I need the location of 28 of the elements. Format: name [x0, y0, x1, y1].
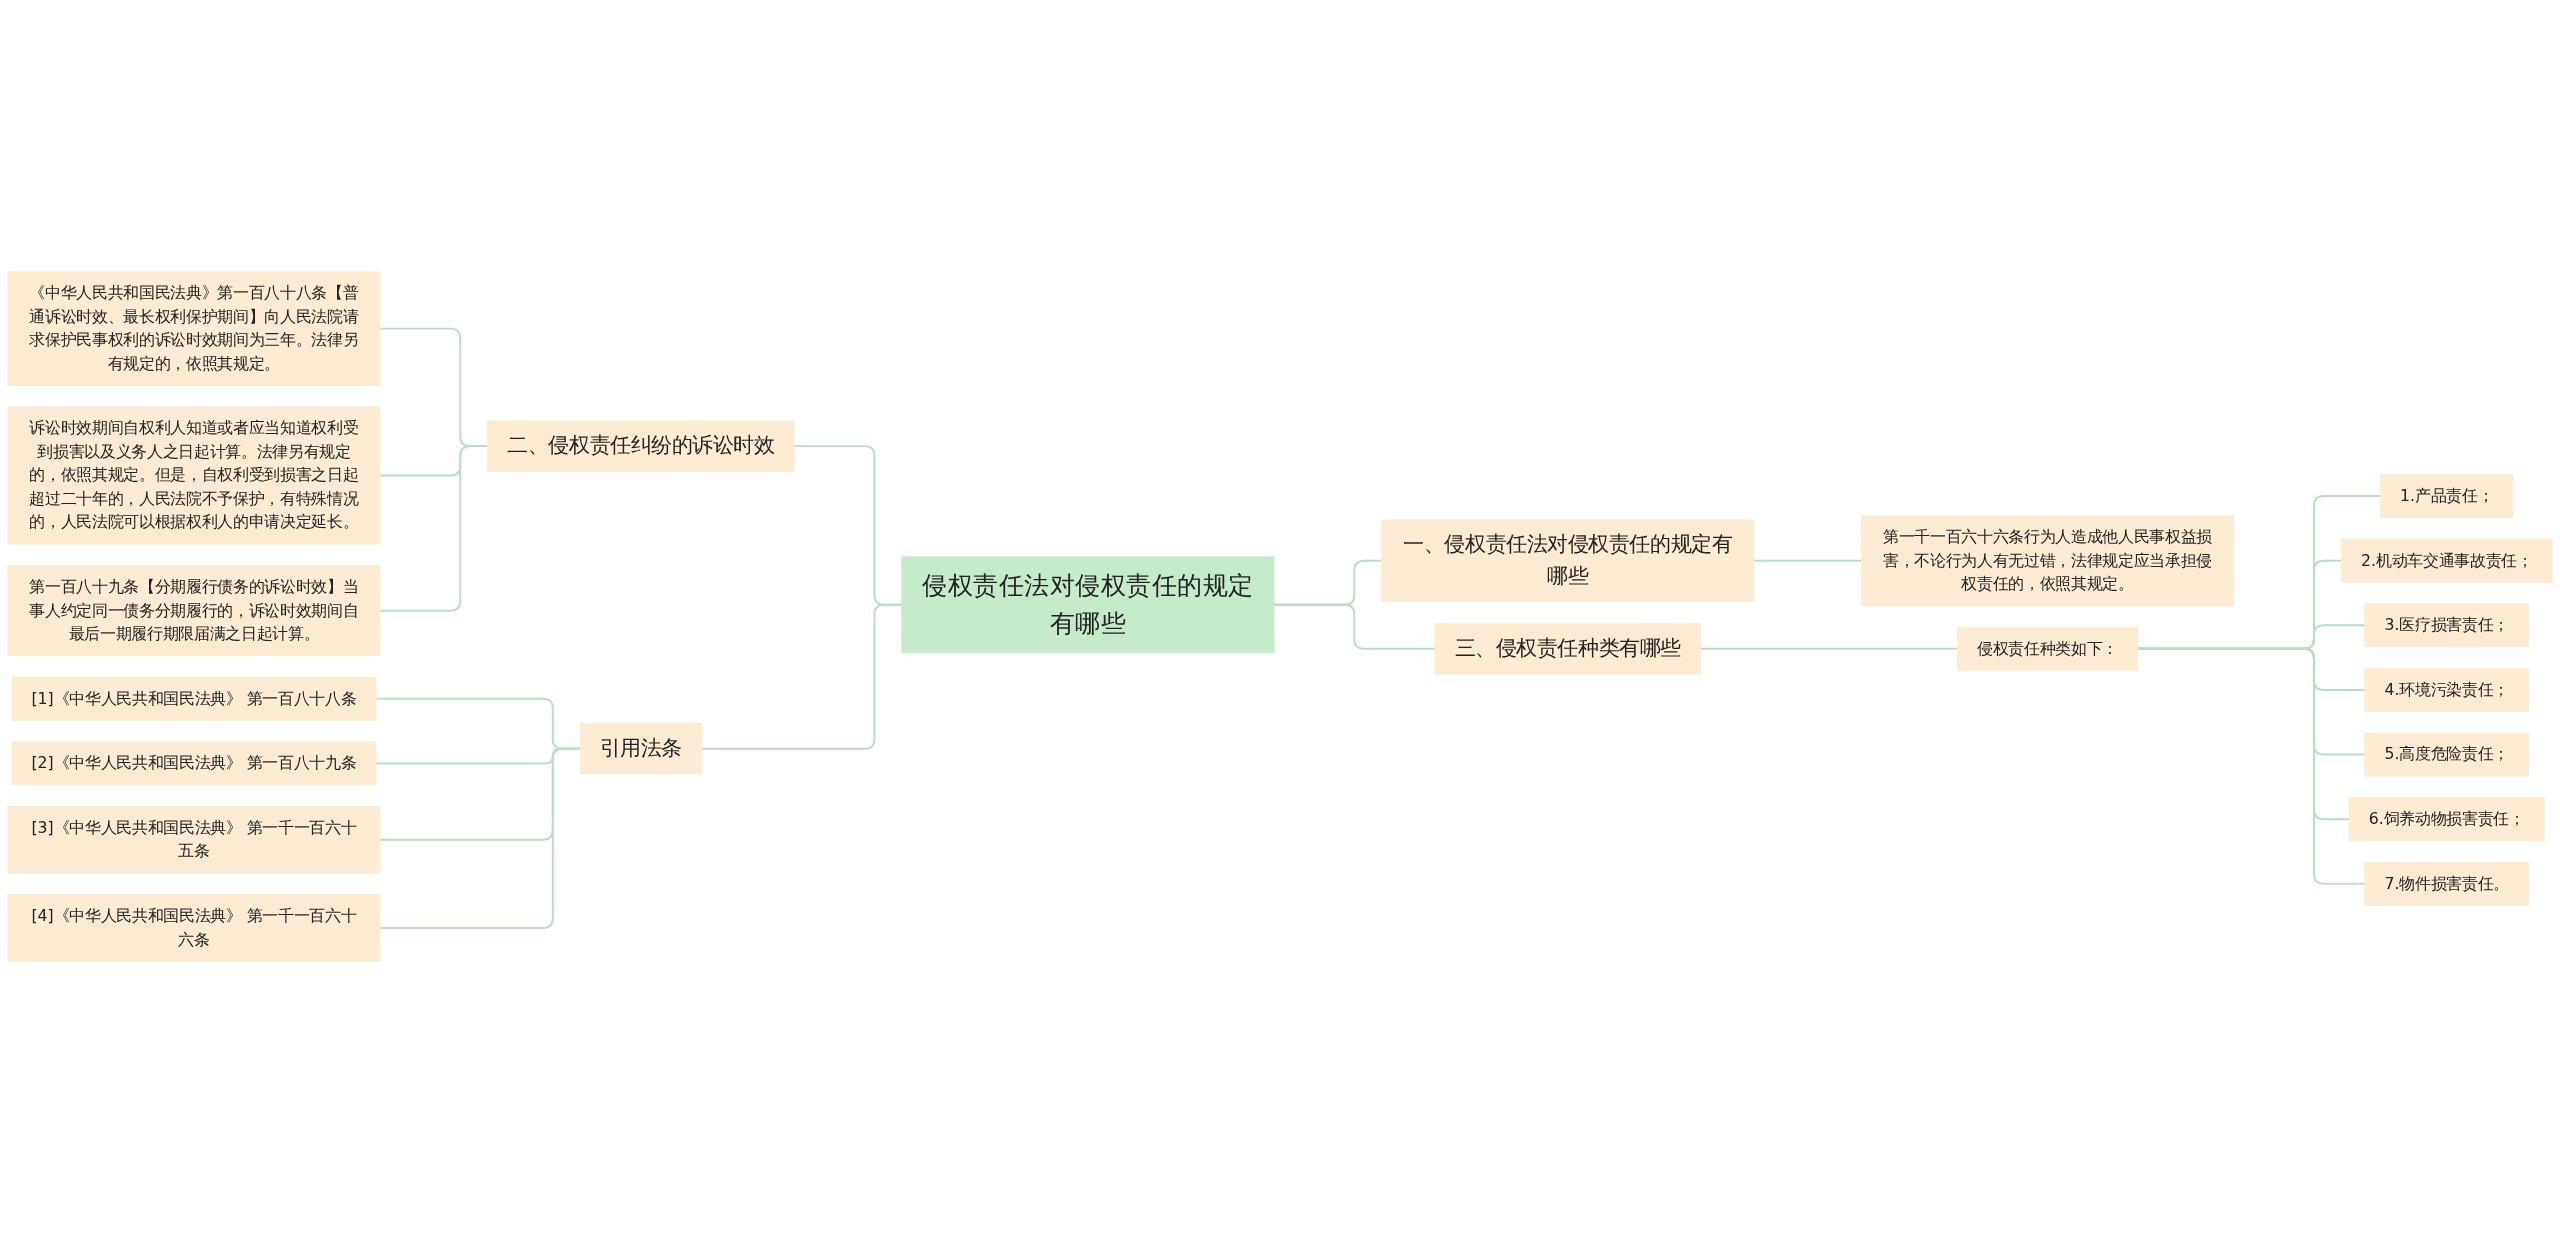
node-box: 一、侵权责任法对侵权责任的规定有哪些 [1381, 519, 1755, 602]
node-box: 1.产品责任； [2380, 474, 2514, 519]
node-box: [1]《中华人民共和国民法典》 第一百八十八条 [11, 676, 377, 721]
node-box: 第一千一百六十六条行为人造成他人民事权益损害，不论行为人有无过错，法律规定应当承担侵权责任的，依照其规定。 [1861, 515, 2235, 607]
connector [1752, 559, 1863, 562]
node-box: 3.医疗损害责任； [2364, 603, 2530, 648]
connector [1699, 647, 1959, 650]
node-box: 6.饲养动物损害责任； [2348, 797, 2545, 842]
connector [2136, 647, 2366, 885]
node-box: 2.机动车交通事故责任； [2340, 538, 2553, 583]
node-box: 二、侵权责任纠纷的诉讼时效 [487, 420, 795, 472]
node-box: 《中华人民共和国民法典》第一百八十八条【普通诉讼时效、最长权利保护期间】向人民法院请求保护民事权利的诉讼时效期间为三年。法律另有规定的，依照其规定。 [7, 271, 381, 386]
node-box: 5.高度危险责任； [2364, 732, 2530, 777]
node-box: [2]《中华人民共和国民法典》 第一百八十九条 [11, 741, 377, 786]
connector [378, 445, 489, 612]
node-box: [4]《中华人民共和国民法典》 第一千一百六十六条 [7, 894, 381, 962]
node-box: 引用法条 [579, 723, 703, 775]
node-box: 7.物件损害责任。 [2364, 861, 2530, 906]
node-box: 4.环境污染责任； [2364, 667, 2530, 712]
node-box: 侵权责任法对侵权责任的规定有哪些 [901, 556, 1275, 654]
node-box: 诉讼时效期间自权利人知道或者应当知道权利受到损害以及义务人之日起计算。法律另有规定的，依照其规定。但是，自权利受到损害之日起超过二十年的，人民法院不予保护，有特殊情况的，人民法院可以根据权利人的申请决定延长。 [7, 406, 381, 545]
connector [700, 603, 903, 750]
node-box: 侵权责任种类如下： [1957, 626, 2139, 671]
node-box: [3]《中华人民共和国民法典》 第一千一百六十五条 [7, 805, 381, 874]
node-box: 三、侵权责任种类有哪些 [1434, 623, 1701, 675]
connector [1273, 603, 1437, 650]
connector [378, 747, 582, 929]
node-box: 第一百八十九条【分期履行债务的诉讼时效】当事人约定同一债务分期履行的，诉讼时效期间自最后一期履行期限届满之日起计算。 [7, 565, 381, 657]
